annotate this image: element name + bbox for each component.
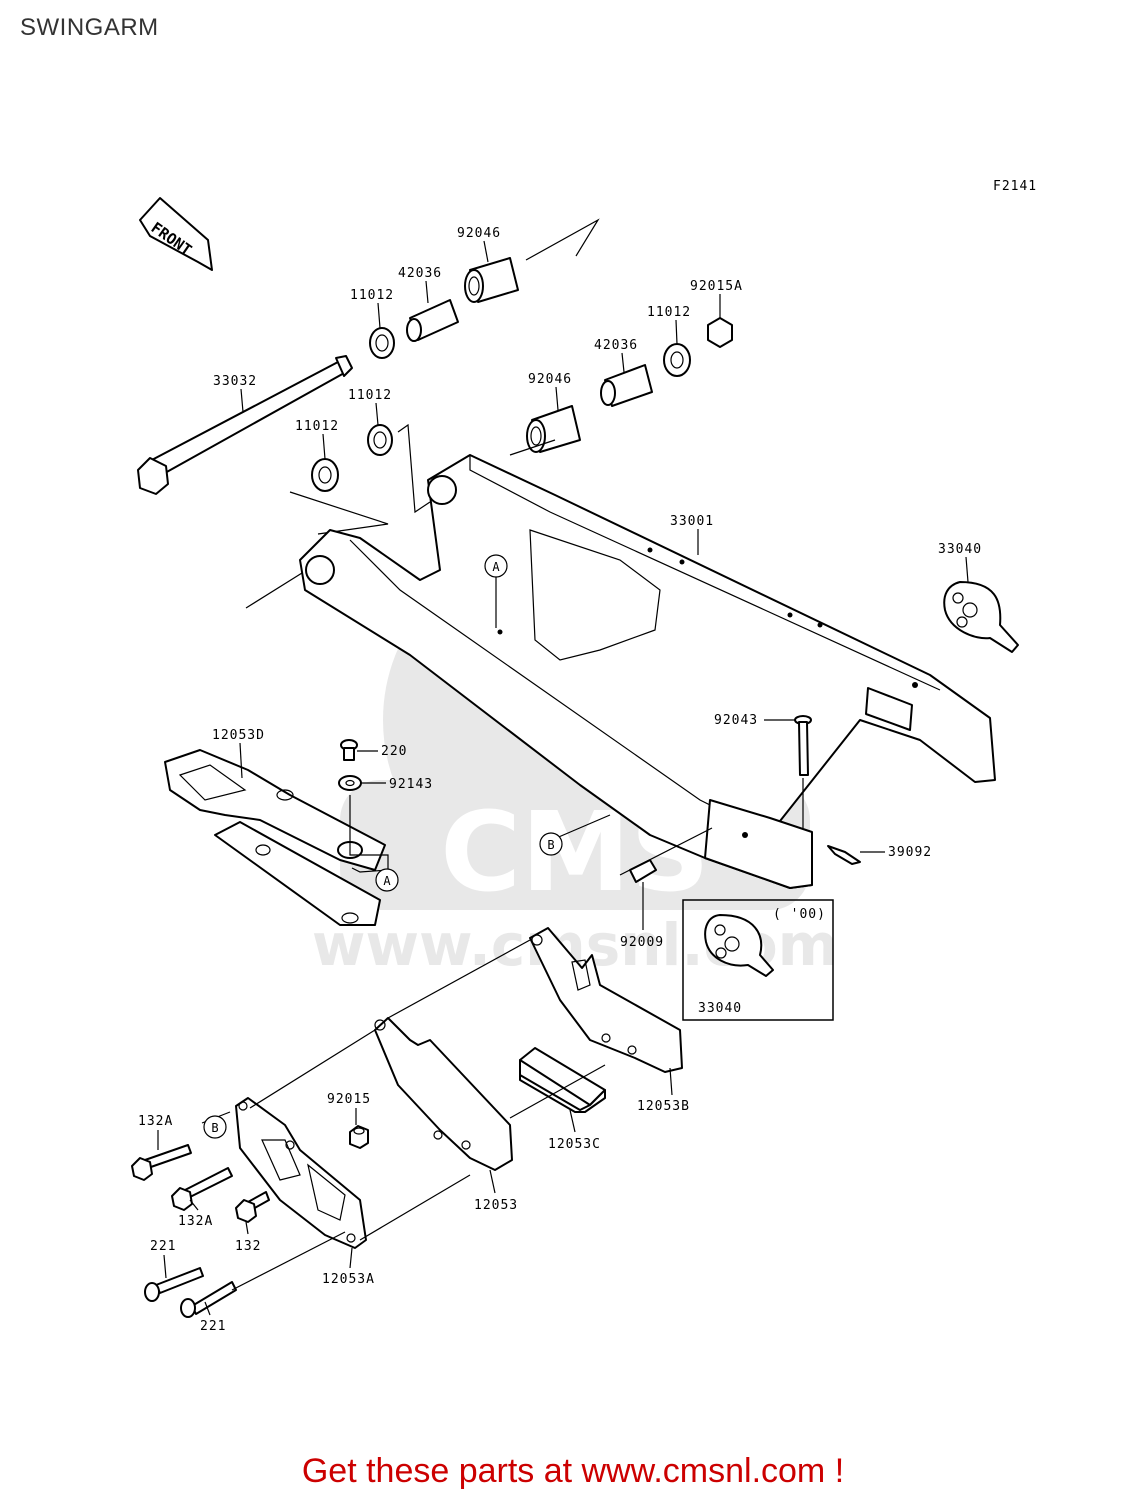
- cotter-pin-39092: [827, 845, 861, 865]
- bolt-132A-1: [131, 1144, 192, 1181]
- label-221-1: 221: [150, 1239, 176, 1254]
- label-12053B: 12053B: [637, 1099, 690, 1114]
- label-11012-mid: 11012: [348, 388, 392, 403]
- front-arrow: FRONT: [139, 197, 213, 271]
- ref-marker-a-upper: A: [484, 554, 508, 628]
- chain-guide-12053C: [519, 1047, 606, 1113]
- label-33040: 33040: [938, 542, 982, 557]
- label-92046-right: 92046: [528, 372, 572, 387]
- label-92046-top: 92046: [457, 226, 501, 241]
- bolt-132: [235, 1191, 270, 1223]
- label-132A-1: 132A: [138, 1114, 173, 1129]
- chain-slider-12053D: [164, 749, 386, 926]
- label-11012-left: 11012: [295, 419, 339, 434]
- label-39092: 39092: [888, 845, 932, 860]
- chain-guide-12053A: [235, 1097, 367, 1249]
- label-92143: 92143: [389, 777, 433, 792]
- construction-lines: [245, 218, 600, 609]
- label-12053C: 12053C: [548, 1137, 601, 1152]
- bearing-group-right: [311, 317, 733, 492]
- part-labels: 92046 42036 11012 92015A 11012 42036 920…: [138, 226, 982, 1334]
- label-132A-2: 132A: [178, 1214, 213, 1229]
- chain-adjuster-33040: [943, 581, 1019, 653]
- pivot-shaft-33032: [137, 355, 353, 495]
- label-42036-top: 42036: [398, 266, 442, 281]
- label-92009: 92009: [620, 935, 664, 950]
- ref-marker-b-lower-text: B: [211, 1121, 218, 1135]
- figure-code: F2141: [993, 179, 1037, 194]
- label-92015: 92015: [327, 1092, 371, 1107]
- screw-221-2: [180, 1281, 237, 1318]
- variant-box-00: ( '00) 33040: [682, 899, 834, 1021]
- variant-box-label: ( '00): [773, 907, 826, 922]
- page-title: SWINGARM: [20, 14, 159, 41]
- label-11012-top: 11012: [350, 288, 394, 303]
- screw-221-1: [144, 1267, 204, 1302]
- label-220: 220: [381, 744, 407, 759]
- bolt-132A-2: [171, 1167, 233, 1211]
- ref-marker-b-upper-text: B: [547, 838, 554, 852]
- ref-marker-a-lower-text: A: [383, 874, 391, 888]
- assembly-lines: [201, 814, 713, 1291]
- ref-marker-b-upper: B: [539, 832, 563, 856]
- screw-220: [340, 739, 358, 761]
- swingarm-diagram: CMS www.cmsnl.com F2141 FRONT: [131, 179, 1037, 1334]
- washer-92143: [338, 775, 362, 791]
- label-33040-box: 33040: [698, 1001, 742, 1016]
- nut-92015: [349, 1125, 369, 1149]
- label-92015A: 92015A: [690, 279, 743, 294]
- chain-guide-12053B: [529, 927, 683, 1073]
- ref-marker-a-lower: A: [375, 868, 399, 892]
- label-221-2: 221: [200, 1319, 226, 1334]
- ref-marker-a-upper-text: A: [492, 560, 500, 574]
- label-132: 132: [235, 1239, 261, 1254]
- label-33001: 33001: [670, 514, 714, 529]
- bearing-group-top: [369, 257, 519, 359]
- swingarm-33001: [299, 454, 996, 889]
- chain-guide-12053: [374, 1017, 513, 1171]
- ref-marker-b-lower: B: [203, 1115, 227, 1139]
- label-12053D: 12053D: [212, 728, 265, 743]
- label-11012-right: 11012: [647, 305, 691, 320]
- label-42036-right: 42036: [594, 338, 638, 353]
- label-33032: 33032: [213, 374, 257, 389]
- label-12053A: 12053A: [322, 1272, 375, 1287]
- label-92043: 92043: [714, 713, 758, 728]
- footer-banner[interactable]: Get these parts at www.cmsnl.com !: [301, 1452, 845, 1490]
- label-12053: 12053: [474, 1198, 518, 1213]
